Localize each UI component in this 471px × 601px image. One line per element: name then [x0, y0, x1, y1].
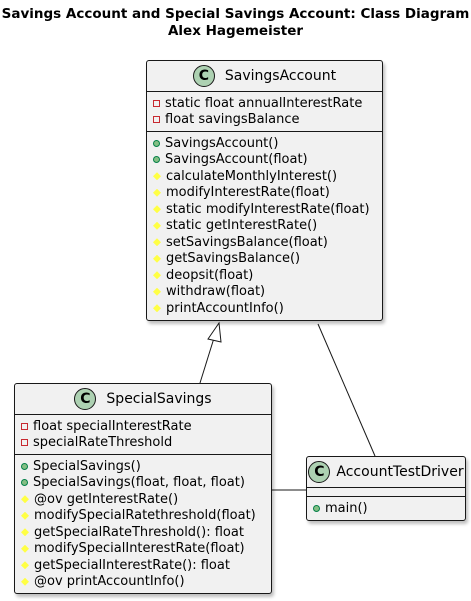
class-header: C AccountTestDriver: [307, 457, 465, 488]
public-visibility-icon: [153, 156, 160, 164]
class-member: getSpecialRateThreshold(): float: [21, 524, 271, 541]
member-text: modifySpecialInterestRate(float): [34, 541, 245, 557]
member-text: SavingsAccount(): [165, 135, 279, 151]
class-member: @ov printAccountInfo(): [21, 574, 271, 591]
inheritance-arrowhead: [207, 321, 222, 343]
class-stereotype-icon: C: [308, 461, 331, 483]
class-member: SavingsAccount(float): [153, 152, 382, 169]
protected-visibility-icon: [153, 238, 161, 247]
member-text: float specialInterestRate: [33, 418, 192, 434]
protected-visibility-icon: [153, 205, 161, 214]
member-text: static float annualInterestRate: [165, 95, 363, 111]
protected-visibility-icon: [21, 544, 29, 553]
class-member: getSpecialInterestRate(): float: [21, 557, 271, 574]
protected-visibility-icon: [21, 577, 29, 586]
class-member: getSavingsBalance(): [153, 251, 382, 268]
class-name: SpecialSavings: [106, 391, 212, 407]
protected-visibility-icon: [21, 495, 29, 504]
public-visibility-icon: [313, 504, 320, 512]
protected-visibility-icon: [153, 304, 161, 313]
title-line-1: Savings Account and Special Savings Acco…: [1, 6, 470, 22]
member-text: printAccountInfo(): [166, 300, 284, 316]
class-stereotype-icon: C: [74, 388, 97, 410]
diagram-title: Savings Account and Special Savings Acco…: [0, 6, 471, 40]
protected-visibility-icon: [153, 188, 161, 197]
class-member: static modifyInterestRate(float): [153, 201, 382, 218]
class-member: float specialInterestRate: [21, 418, 271, 435]
member-text: SpecialSavings(): [33, 458, 141, 474]
class-member: calculateMonthlyInterest(): [153, 168, 382, 185]
class-stereotype-icon: C: [192, 65, 215, 87]
member-text: @ov printAccountInfo(): [34, 574, 185, 590]
protected-visibility-icon: [153, 172, 161, 181]
member-text: getSavingsBalance(): [166, 251, 301, 267]
public-visibility-icon: [21, 462, 28, 470]
member-text: specialRateThreshold: [33, 435, 173, 451]
member-text: getSpecialInterestRate(): float: [34, 557, 230, 573]
protected-visibility-icon: [21, 528, 29, 537]
public-visibility-icon: [21, 479, 28, 487]
member-text: setSavingsBalance(float): [166, 234, 328, 250]
protected-visibility-icon: [153, 287, 161, 296]
class-member: SpecialSavings(float, float, float): [21, 475, 271, 492]
member-text: @ov getInterestRate(): [34, 491, 179, 507]
class-member: main(): [313, 500, 465, 517]
private-visibility-icon: [153, 99, 160, 107]
class-member: modifySpecialInterestRate(float): [21, 541, 271, 558]
protected-visibility-icon: [153, 271, 161, 280]
member-text: modifySpecialRatethreshold(float): [34, 508, 256, 524]
private-visibility-icon: [21, 422, 28, 430]
class-header: C SavingsAccount: [147, 61, 382, 92]
methods-section: SpecialSavings()SpecialSavings(float, fl…: [15, 455, 271, 593]
class-member: static getInterestRate(): [153, 218, 382, 235]
member-text: main(): [325, 500, 368, 516]
member-text: float savingsBalance: [165, 112, 300, 128]
class-member: SavingsAccount(): [153, 135, 382, 152]
class-member: deopsit(float): [153, 267, 382, 284]
member-text: deopsit(float): [166, 267, 254, 283]
class-member: modifySpecialRatethreshold(float): [21, 508, 271, 525]
public-visibility-icon: [153, 139, 160, 147]
member-text: calculateMonthlyInterest(): [166, 168, 338, 184]
member-text: SpecialSavings(float, float, float): [33, 475, 245, 491]
inheritance-line: [199, 337, 215, 384]
class-name: SavingsAccount: [224, 68, 337, 84]
protected-visibility-icon: [153, 221, 161, 230]
methods-section: SavingsAccount()SavingsAccount(float)cal…: [147, 132, 382, 320]
class-name: AccountTestDriver: [336, 464, 464, 480]
class-member: withdraw(float): [153, 284, 382, 301]
member-text: getSpecialRateThreshold(): float: [34, 524, 244, 540]
protected-visibility-icon: [21, 561, 29, 570]
private-visibility-icon: [153, 116, 160, 124]
class-member: @ov getInterestRate(): [21, 491, 271, 508]
class-special-savings: C SpecialSavings float specialInterestRa…: [14, 383, 272, 594]
protected-visibility-icon: [21, 511, 29, 520]
class-savings-account: C SavingsAccount static float annualInte…: [146, 60, 383, 321]
member-text: modifyInterestRate(float): [166, 185, 330, 201]
member-text: SavingsAccount(float): [165, 152, 308, 168]
class-member: float savingsBalance: [153, 112, 382, 129]
class-member: SpecialSavings(): [21, 458, 271, 475]
class-member: modifyInterestRate(float): [153, 185, 382, 202]
methods-section: main(): [307, 497, 465, 520]
member-text: withdraw(float): [166, 284, 266, 300]
class-member: specialRateThreshold: [21, 435, 271, 452]
class-member: printAccountInfo(): [153, 300, 382, 317]
fields-section: [307, 488, 465, 497]
class-header: C SpecialSavings: [15, 384, 271, 415]
member-text: static getInterestRate(): [166, 218, 318, 234]
protected-visibility-icon: [153, 254, 161, 263]
association-line-savings-driver: [317, 323, 376, 457]
class-member: setSavingsBalance(float): [153, 234, 382, 251]
member-text: static modifyInterestRate(float): [166, 201, 370, 217]
title-line-2: Alex Hagemeister: [167, 23, 304, 39]
class-member: static float annualInterestRate: [153, 95, 382, 112]
class-account-test-driver: C AccountTestDriver main(): [306, 456, 466, 521]
private-visibility-icon: [21, 439, 28, 447]
